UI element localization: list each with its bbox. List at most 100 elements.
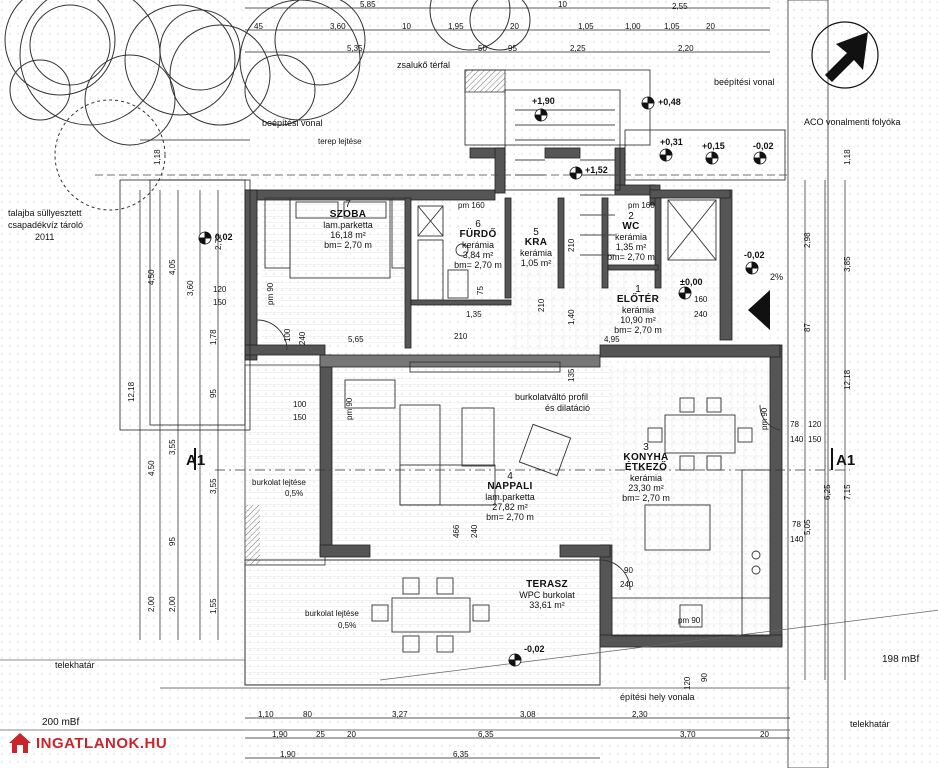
room-name: KONYHA [623,452,669,463]
dim-inner-17: 78 [790,420,799,429]
dim-inner-30: 1,18 [153,149,162,165]
note-burkolat-1: burkolat lejtése [252,478,306,487]
dim-inner-9: 1,35 [466,310,482,319]
room-furdo: 6 FÜRDŐ kerámia 3,84 m² bm= 2,70 m [447,219,509,271]
note-mbf-200: 200 mBf [42,717,80,728]
level-l2: +0,48 [658,97,681,107]
dim-left-11: 95 [168,537,177,546]
level-l10: -0,02 [524,644,545,654]
dim-inner-6: 5,65 [348,335,364,344]
note-beepitesi-left: beépítési vonal [262,118,323,128]
dim-top-3-2: 95 [508,44,517,53]
room-kamra: 5 KRA kerámia 1,05 m² [514,227,558,269]
room-height: bm= 2,70 m [614,325,662,335]
note-pm160-a: pm 160 [458,201,485,210]
dim-left-1: 4,05 [168,259,177,275]
dim-inner-23: 160 [694,295,708,304]
dim-top-2-3: 1,95 [448,22,464,31]
dim-inner-5: 100 [283,328,292,342]
room-floor: kerámia [519,248,552,258]
dim-inner-4: 240 [298,331,307,345]
room-number: 3 [643,442,649,453]
room-number: 5 [533,227,539,238]
section-marker-left: A1 [186,452,206,469]
note-burkolatvalto-2: és dilatáció [545,403,591,413]
room-name: KRA [524,237,548,248]
room-floor: lam.parketta [323,220,373,230]
note-slope: 2% [770,272,784,282]
room-height: bm= 2,70 m [486,512,534,522]
room-name: ELŐTÉR [616,294,660,305]
dim-left-8: 1,55 [209,598,218,614]
room-name: TERASZ [526,579,568,590]
dim-top-2-2: 10 [402,22,411,31]
dim-right-1: 2,98 [803,232,812,248]
dim-left-5: 95 [209,389,218,398]
dim-inner-27: 120 [683,676,692,690]
room-area: 10,90 m² [620,315,656,325]
dim-inner-22: 140 [790,535,804,544]
entrance-arrow [748,290,770,330]
note-talaj-3: 2011 [35,232,55,242]
dim-inner-14: 240 [470,524,479,538]
room-area: 27,82 m² [492,502,528,512]
room-szoba: 7 SZOBA lam.parketta 16,18 m² bm= 2,70 m [318,199,378,251]
level-l8: -0,02 [744,250,765,260]
dim-inner-1: 150 [213,298,227,307]
dim-inner-3: 150 [293,413,307,422]
room-number: 2 [628,211,634,222]
room-area: 16,18 m² [330,230,366,240]
dim-top-1-2: 2,55 [672,2,688,11]
room-floor: WPC burkolat [519,590,575,600]
dim-inner-18: 120 [808,420,822,429]
dim-bot-3-1: 6,35 [453,750,469,759]
dim-right-4: 6,25 [823,484,832,500]
dim-bot-1-3: 3,08 [520,710,536,719]
note-pm160-b: pm 160 [628,201,655,210]
room-height: bm= 2,70 m [607,252,655,262]
dim-bot-1-1: 80 [303,710,312,719]
dim-bot-2-1: 25 [316,730,325,739]
dim-bot-1-4: 2,30 [632,710,648,719]
dim-right-5: 5,05 [803,519,812,535]
dim-right-2: 12,18 [843,369,852,390]
room-name-secondary: ÉTKEZŐ [624,462,668,473]
room-height: bm= 2,70 m [622,493,670,503]
dim-left-12: 2,00 [168,596,177,612]
room-floor: lam.parketta [485,492,535,502]
dim-left-2: 4,50 [147,269,156,285]
trees [4,0,531,211]
dim-bot-3-0: 1,90 [280,750,296,759]
dim-bot-1-2: 3,27 [392,710,408,719]
dim-bot-2-2: 20 [347,730,356,739]
north-arrow-icon [811,21,879,89]
note-mbf-198: 198 mBf [882,654,920,665]
room-floor: kerámia [461,240,494,250]
level-l9: ±0,00 [680,277,703,287]
dim-top-2-5: 1,05 [578,22,594,31]
dim-top-2-8: 20 [706,22,715,31]
dim-bot-1-0: 1,10 [258,710,274,719]
room-area: 3,84 m² [462,250,494,260]
dim-inner-19: 140 [790,435,804,444]
note-telekhatar-left: telekhatár [55,660,95,670]
room-floor: kerámia [629,473,662,483]
dim-right-0: 3,85 [843,256,852,272]
brand-watermark: INGATLANOK.HU [8,732,167,754]
note-pm90-bed: pm 90 [266,282,275,305]
room-number: 6 [475,219,481,230]
room-number: 7 [345,199,351,210]
note-burkolat-1-pct: 0,5% [285,489,304,498]
dim-bot-2-4: 3,70 [680,730,696,739]
dim-left-6: 3,55 [168,439,177,455]
level-l6: +1,52 [585,165,608,175]
room-eloter: 1 ELŐTÉR kerámia 10,90 m² bm= 2,70 m [608,285,668,336]
dim-inner-12: 210 [537,298,546,312]
dim-top-3-0: 5,35 [347,44,363,53]
dim-left-4: 1,78 [209,329,218,345]
room-name: NAPPALI [487,481,533,492]
level-l3: +0,31 [660,137,683,147]
dim-top-2-1: 3,60 [330,22,346,31]
level-l1: +1,90 [532,96,555,106]
